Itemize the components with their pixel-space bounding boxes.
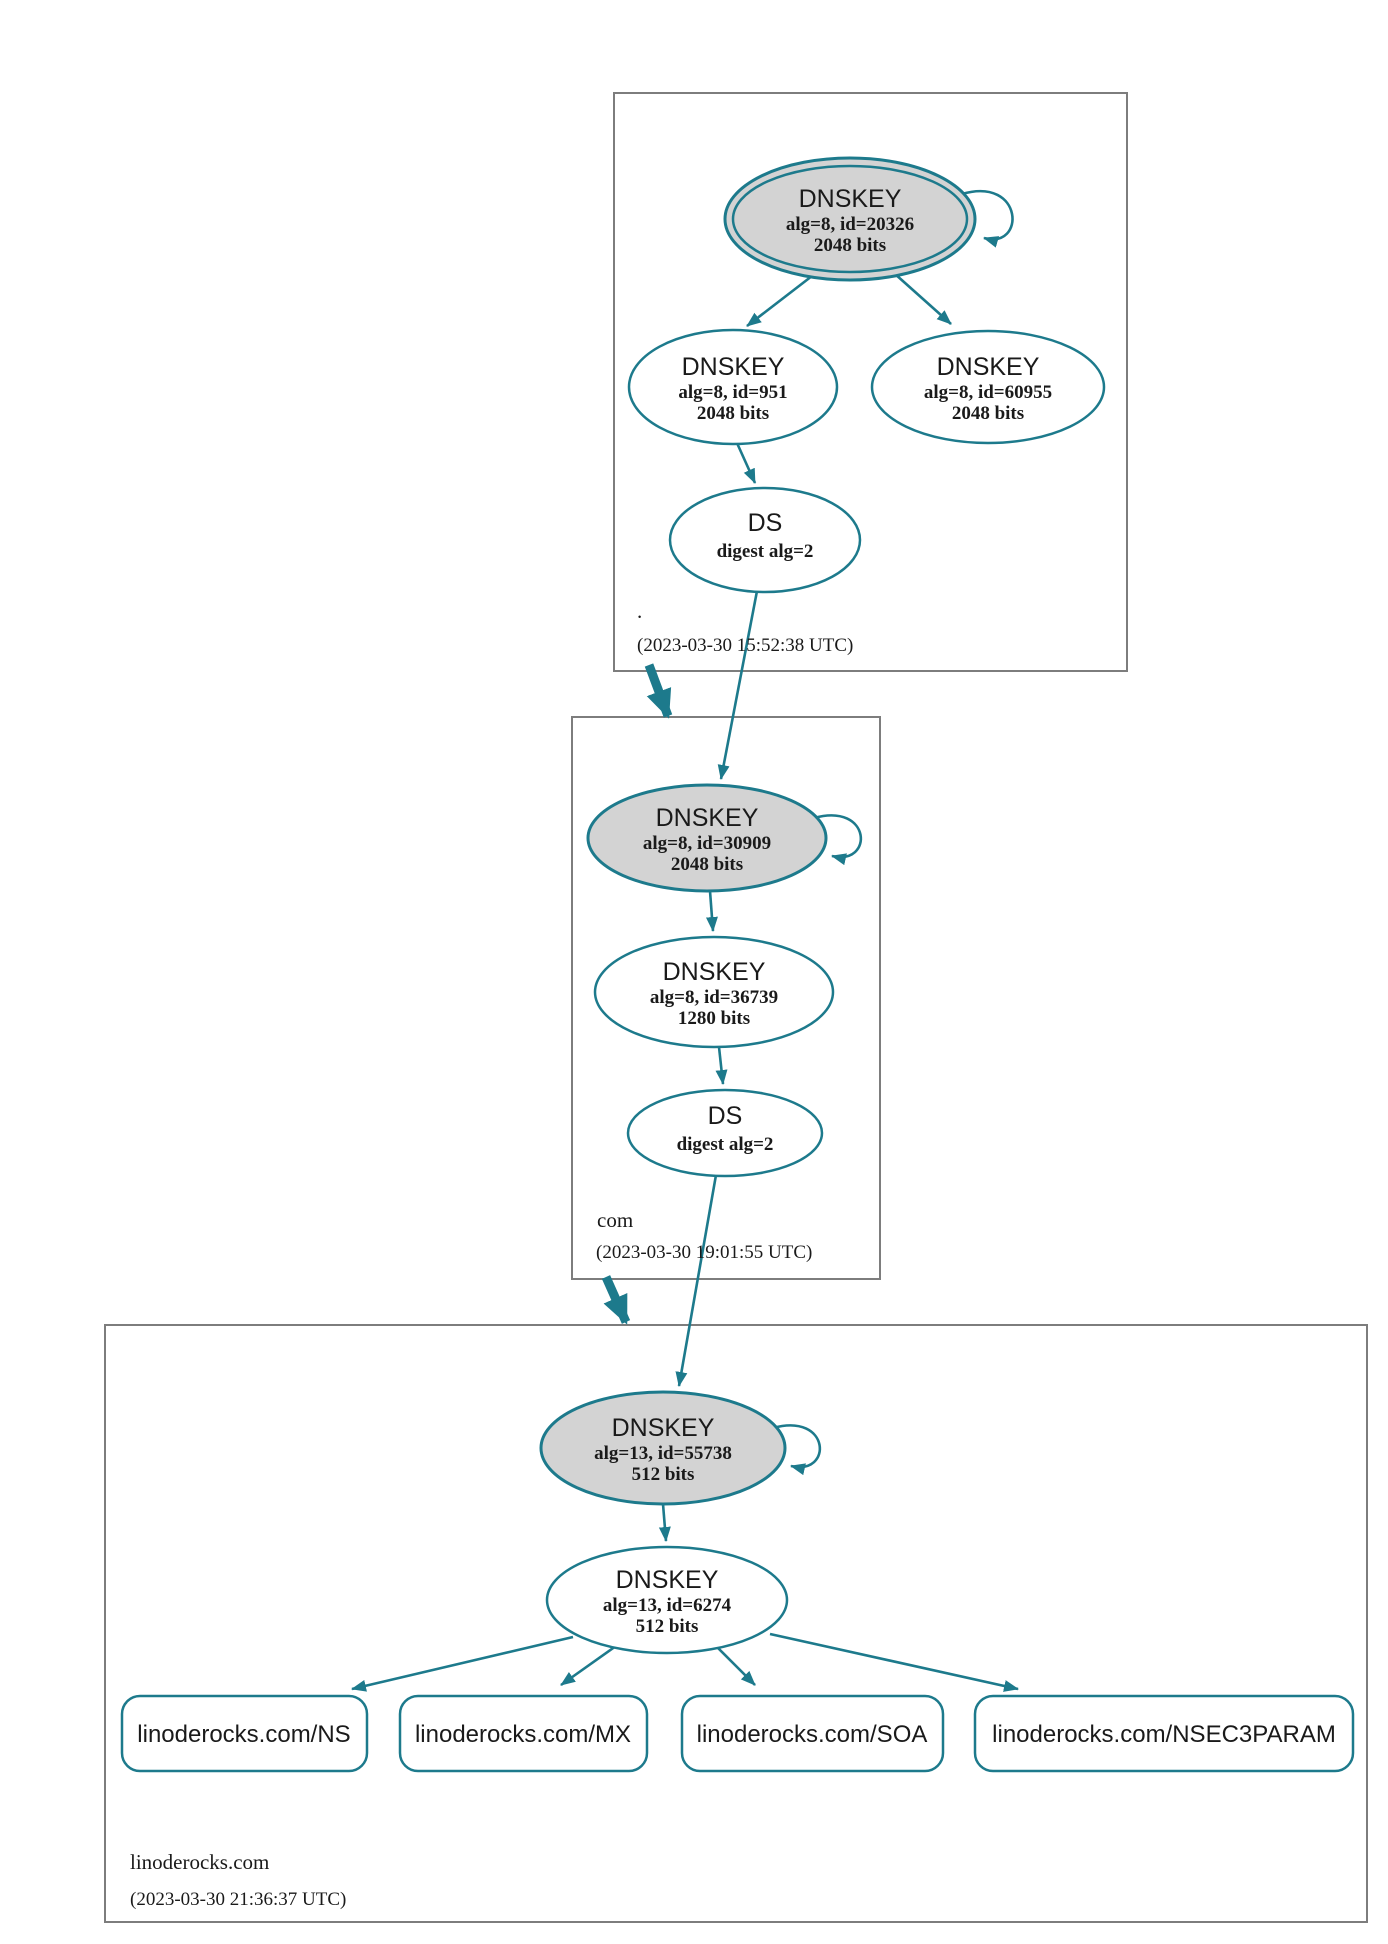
com-ds-digest: digest alg=2: [677, 1134, 774, 1155]
rrset-ns-label: linoderocks.com/NS: [137, 1721, 350, 1748]
root-zsk1-title: DNSKEY: [682, 353, 785, 381]
root-zone-timestamp: (2023-03-30 15:52:38 UTC): [637, 635, 853, 656]
rrset-soa-node: linoderocks.com/SOA: [680, 1694, 945, 1773]
edge-root-ksk-to-zsk1: [746, 274, 813, 328]
root-zsk1-bits: 2048 bits: [697, 403, 769, 424]
root-ksk-title: DNSKEY: [799, 185, 902, 213]
root-zsk1-node: DNSKEY alg=8, id=951 2048 bits: [627, 328, 839, 446]
edge-lino-zsk-to-nsec3param: [769, 1632, 1019, 1692]
edge-com-ksk-self-loop: [813, 814, 863, 866]
rrset-mx-label: linoderocks.com/MX: [415, 1721, 631, 1748]
com-ds-title: DS: [708, 1102, 743, 1130]
edge-lino-zsk-to-soa: [716, 1646, 756, 1686]
lino-zsk-node: DNSKEY alg=13, id=6274 512 bits: [545, 1545, 789, 1655]
com-ds-ellipse[interactable]: [626, 1088, 824, 1178]
com-zsk-alg: alg=8, id=36739: [650, 987, 778, 1008]
root-ksk-bits: 2048 bits: [814, 235, 886, 256]
zone-box-linoderocks: [104, 1324, 1368, 1923]
rrset-ns-box[interactable]: [120, 1694, 369, 1773]
lino-zsk-bits: 512 bits: [636, 1616, 699, 1637]
rrset-soa-label: linoderocks.com/SOA: [697, 1721, 928, 1748]
root-zsk1-alg: alg=8, id=951: [678, 382, 787, 403]
edge-lino-zsk-to-ns: [351, 1635, 574, 1692]
com-zsk-ellipse[interactable]: [593, 935, 835, 1049]
lino-zsk-ellipse[interactable]: [545, 1545, 789, 1655]
root-ds-title: DS: [748, 509, 783, 537]
com-ds-node: DS digest alg=2: [626, 1088, 824, 1178]
root-ksk-alg: alg=8, id=20326: [786, 214, 914, 235]
edge-root-ds-to-com-ksk: [717, 590, 759, 780]
rrset-mx-box[interactable]: [398, 1694, 649, 1773]
root-ds-ellipse[interactable]: [668, 486, 862, 594]
root-ksk-inner-ring: [731, 164, 969, 274]
com-ksk-alg: alg=8, id=30909: [643, 833, 771, 854]
com-zsk-title: DNSKEY: [663, 958, 766, 986]
edge-lino-ksk-to-zsk: [658, 1503, 671, 1542]
root-zsk2-bits: 2048 bits: [952, 403, 1024, 424]
edge-lino-ksk-self-loop: [772, 1424, 822, 1476]
lino-zsk-title: DNSKEY: [616, 1566, 719, 1594]
com-ksk-node: DNSKEY alg=8, id=30909 2048 bits: [586, 783, 828, 893]
com-zsk-node: DNSKEY alg=8, id=36739 1280 bits: [593, 935, 835, 1049]
edge-root-zsk1-to-ds: [735, 442, 757, 484]
com-zsk-bits: 1280 bits: [678, 1008, 750, 1029]
lino-zone-label: linoderocks.com: [130, 1850, 269, 1874]
zone-box-com: [571, 716, 881, 1280]
root-zsk2-alg: alg=8, id=60955: [924, 382, 1052, 403]
lino-ksk-bits: 512 bits: [632, 1464, 695, 1485]
root-zsk1-ellipse[interactable]: [627, 328, 839, 446]
lino-zone-timestamp: (2023-03-30 21:36:37 UTC): [130, 1889, 346, 1910]
root-zsk2-title: DNSKEY: [937, 353, 1040, 381]
rrset-nsec3param-box[interactable]: [973, 1694, 1355, 1773]
lino-zsk-alg: alg=13, id=6274: [603, 1595, 732, 1616]
edge-com-ksk-to-zsk: [705, 890, 718, 932]
root-ds-digest: digest alg=2: [717, 541, 814, 562]
edge-delegation-com-to-linoderocks: [601, 1275, 631, 1325]
root-zone-label: .: [637, 599, 642, 623]
zone-box-root: [613, 92, 1128, 672]
lino-ksk-ellipse[interactable]: [539, 1390, 787, 1506]
rrset-soa-box[interactable]: [680, 1694, 945, 1773]
lino-ksk-title: DNSKEY: [612, 1414, 715, 1442]
root-ds-node: DS digest alg=2: [668, 486, 862, 594]
rrset-ns-node: linoderocks.com/NS: [120, 1694, 369, 1773]
rrset-mx-node: linoderocks.com/MX: [398, 1694, 649, 1773]
edge-com-ds-to-lino-ksk: [675, 1174, 718, 1387]
com-ksk-ellipse[interactable]: [586, 783, 828, 893]
edge-lino-zsk-to-mx: [560, 1644, 617, 1687]
edge-root-ksk-to-zsk2: [894, 273, 952, 325]
root-zsk2-node: DNSKEY alg=8, id=60955 2048 bits: [870, 329, 1106, 445]
com-ksk-bits: 2048 bits: [671, 854, 743, 875]
com-ksk-title: DNSKEY: [656, 804, 759, 832]
rrset-nsec3param-label: linoderocks.com/NSEC3PARAM: [992, 1721, 1336, 1748]
root-ksk-node: DNSKEY alg=8, id=20326 2048 bits: [723, 156, 977, 282]
root-zsk2-ellipse[interactable]: [870, 329, 1106, 445]
edge-root-ksk-self-loop: [961, 190, 1014, 248]
lino-ksk-alg: alg=13, id=55738: [594, 1443, 732, 1464]
rrset-nsec3param-node: linoderocks.com/NSEC3PARAM: [973, 1694, 1355, 1773]
com-zone-label: com: [597, 1208, 633, 1232]
com-zone-timestamp: (2023-03-30 19:01:55 UTC): [596, 1242, 812, 1263]
root-ksk-ellipse[interactable]: [723, 156, 977, 282]
edge-delegation-root-to-com: [644, 663, 673, 719]
edge-com-zsk-to-ds: [715, 1046, 728, 1085]
lino-ksk-node: DNSKEY alg=13, id=55738 512 bits: [539, 1390, 787, 1506]
